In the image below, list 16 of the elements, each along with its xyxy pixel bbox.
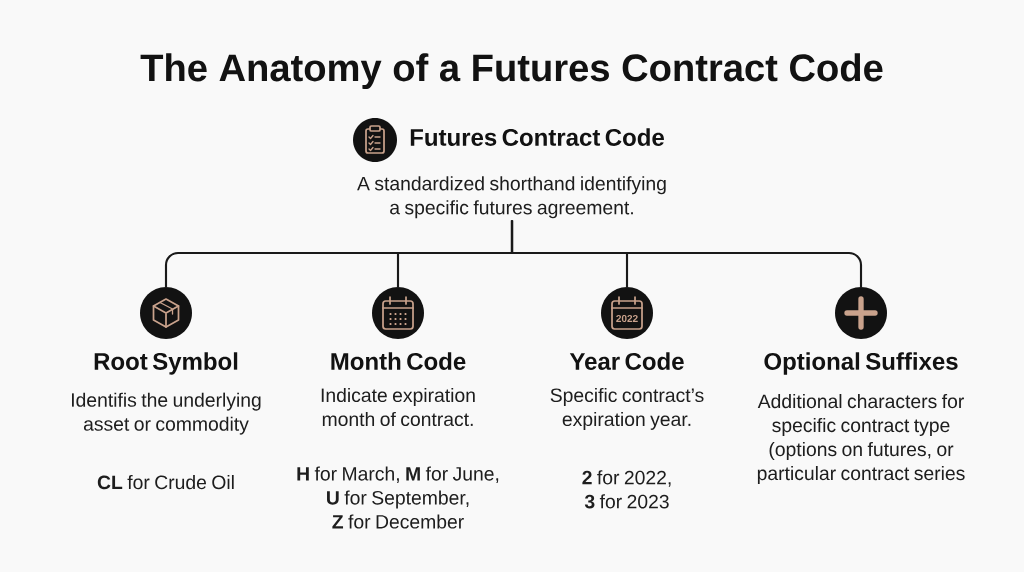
heading: Month Code	[331, 352, 466, 370]
description: A standardized shorthand identifying a specific futures agreement.	[357, 176, 666, 219]
heading: Root Symbol	[94, 352, 238, 375]
heading: Year Code	[569, 352, 684, 370]
description: Indicate expiration month of contract.	[321, 387, 475, 427]
example-text: CL for Crude Oil	[97, 475, 234, 490]
description: Specific contract’s expiration year.	[550, 387, 704, 430]
example-text: 2 for 2022, 3 for 2023	[582, 470, 671, 509]
heading: Optional Suffixes	[764, 352, 958, 375]
description: Additional characters for specific contract type (options on futures, or particular contract series	[757, 394, 965, 484]
title: The Anatomy of a Futures Contract Code	[140, 53, 883, 89]
heading: Futures Contract Code	[410, 128, 664, 146]
description: Identifis the underlying asset or commodity	[72, 392, 261, 435]
example-text: H for March, M for June, U for September, Z for December	[297, 466, 499, 529]
connector-line	[510, 220, 863, 287]
year-text: 2022	[616, 314, 638, 323]
